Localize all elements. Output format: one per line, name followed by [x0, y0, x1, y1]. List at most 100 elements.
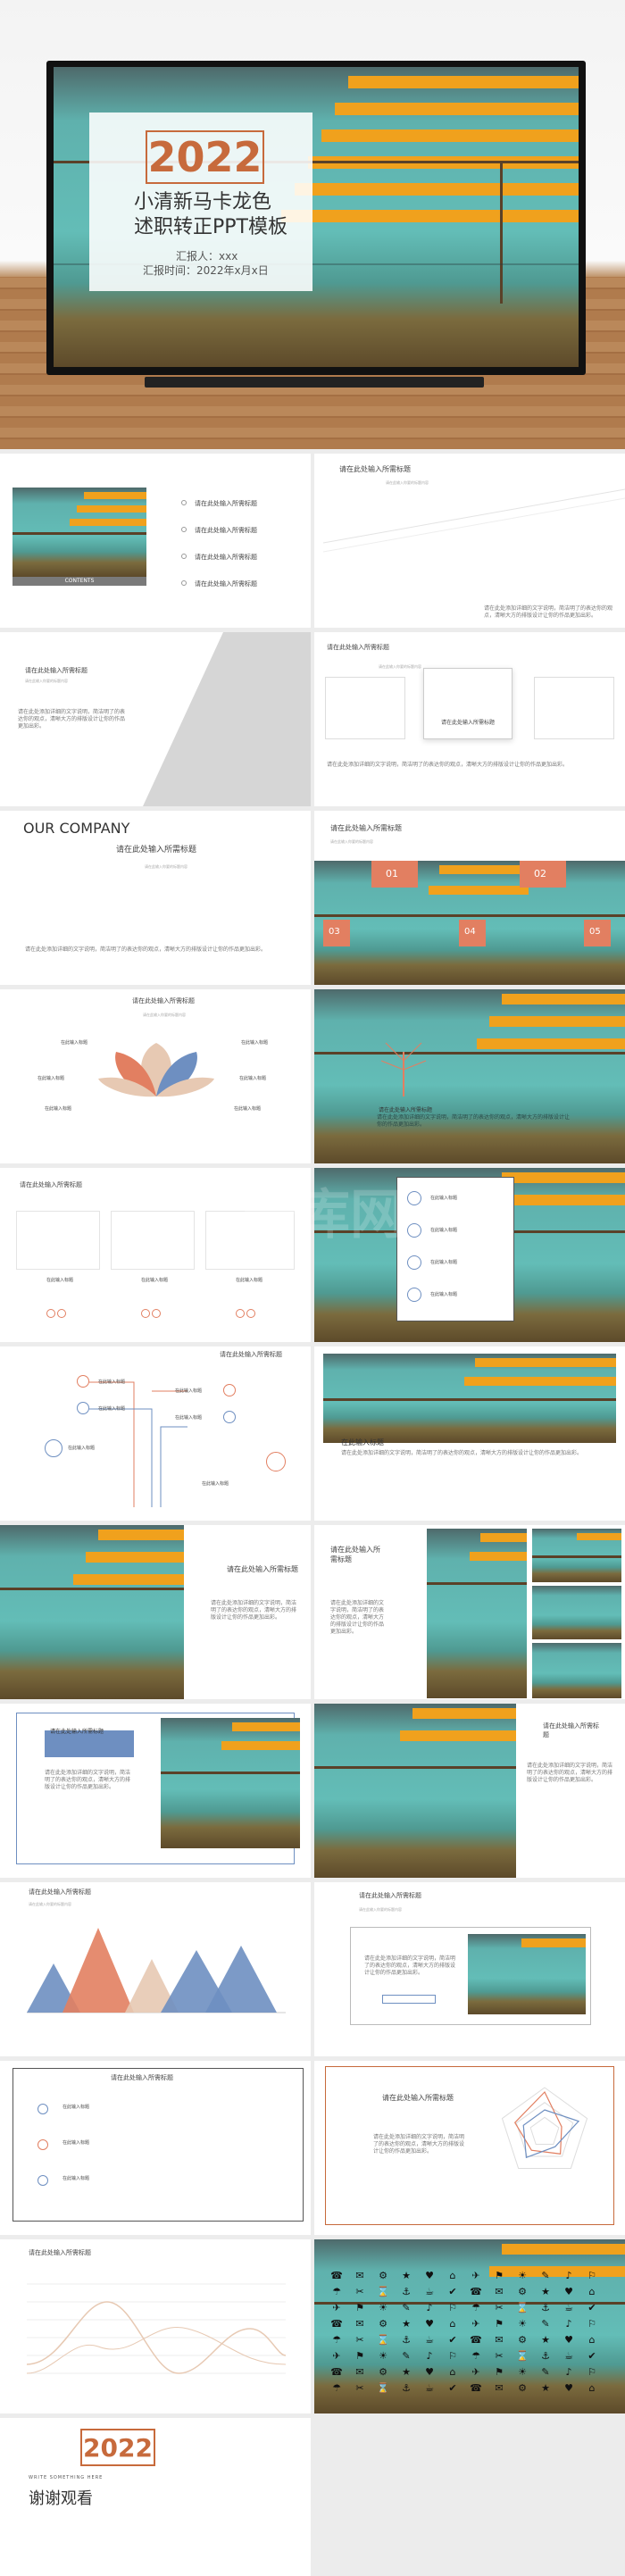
cap-2: 在此输入标题	[62, 2140, 90, 2146]
paragraph: 请在此处添加详细的文字说明，简洁明了的表达你的观点，清晰大方的排版设计让你的作品…	[330, 1600, 385, 1635]
grid-icon: ♥	[425, 2270, 434, 2281]
cover-date: 汇报时间：2022年x月x日	[143, 264, 269, 277]
subheading: 请在此输入你要的标题内容	[143, 1013, 186, 1017]
contents-item-2: 请在此处输入所需标题	[195, 527, 257, 534]
slide-icon-grid: ☎✉⚙★♥⌂✈⚑☀✎♪⚐☂✂⌛⚓☕✔☎✉⚙★♥⌂✈⚑☀✎♪⚐☂✂⌛⚓☕✔☎✉⚙★…	[314, 2239, 625, 2413]
flow-cap-2: 在此输入标题	[98, 1406, 126, 1412]
cap-6: 在此输入标题	[234, 1106, 262, 1112]
icon-grid: ☎✉⚙★♥⌂✈⚑☀✎♪⚐☂✂⌛⚓☕✔☎✉⚙★♥⌂✈⚑☀✎♪⚐☂✂⌛⚓☕✔☎✉⚙★…	[330, 2270, 607, 2404]
grid-icon: ⚐	[588, 2270, 596, 2281]
dot-icon	[57, 1309, 66, 1318]
grid-icon: ☕	[425, 2382, 434, 2394]
grid-icon: ⚐	[448, 2302, 457, 2313]
paragraph: 请在此处添加详细的文字说明，简洁明了的表达你的观点，清晰大方的排版设计让你的作品…	[373, 2134, 465, 2155]
heading: 请在此处输入所需标题	[116, 846, 197, 854]
cap-3: 在此输入标题	[62, 2176, 90, 2181]
blue-label	[45, 1730, 134, 1757]
grid-icon: ☎	[470, 2286, 482, 2297]
photo-small-1	[532, 1529, 621, 1582]
grid-icon: ⌛	[516, 2302, 529, 2313]
grid-icon: ✉	[355, 2366, 364, 2378]
dot-icon	[236, 1309, 245, 1318]
ending-eng: WRITE SOMETHING HERE	[29, 2475, 104, 2480]
cover-slide: 2022 小清新马卡龙色 述职转正PPT模板 汇报人：xxx 汇报时间：2022…	[0, 0, 625, 449]
grid-icon: ♥	[564, 2382, 573, 2394]
slide-heading-lines: 请在此处输入所需标题 请在此输入你要的标题内容 请在此处添加详细的文字说明，简洁…	[314, 454, 625, 628]
grid-icon: ⚑	[495, 2270, 504, 2281]
photo-small-3	[532, 1643, 621, 1698]
grid-icon: ✔	[448, 2286, 457, 2297]
grid-icon: ☀	[379, 2302, 388, 2313]
grid-icon: ✉	[355, 2318, 364, 2330]
heading: 请在此处输入所需标题	[29, 1888, 91, 1896]
heading: 请在此处输入所需标题	[359, 1892, 421, 1899]
grid-icon: ♥	[564, 2286, 573, 2297]
grid-icon: ☀	[518, 2318, 527, 2330]
grid-icon: ⚐	[588, 2318, 596, 2330]
frame-box	[350, 1927, 591, 2025]
grid-icon: ✈	[332, 2350, 341, 2362]
list-cap-3: 在此输入标题	[430, 1260, 458, 1265]
list-cap-1: 在此输入标题	[430, 1196, 458, 1201]
num-01: 01	[386, 868, 398, 880]
grid-icon: ★	[402, 2318, 411, 2330]
grid-icon: ♥	[564, 2334, 573, 2346]
company-title: OUR COMPANY	[23, 820, 130, 837]
box-photo	[161, 1718, 300, 1848]
grid-icon: ★	[402, 2270, 411, 2281]
heading: 请在此处输入所需标题	[379, 1107, 433, 1113]
flow-icon-6	[266, 1452, 286, 1471]
grid-icon: ♪	[565, 2270, 572, 2281]
cap-3: 在此输入标题	[38, 1076, 65, 1081]
grid-icon: ⚑	[355, 2302, 364, 2313]
grid-icon: ☎	[330, 2318, 343, 2330]
box-right	[534, 677, 614, 739]
grid-icon: ☕	[425, 2286, 434, 2297]
grid-icon: ✎	[541, 2318, 550, 2330]
heading: 请在此处输入所需标题	[25, 667, 88, 674]
grid-icon: ✎	[402, 2350, 411, 2362]
heading: 在此输入标题	[341, 1438, 384, 1446]
grid-icon: ⚙	[379, 2366, 388, 2378]
contents-slide: CONTENTS 请在此处输入所需标题 请在此处输入所需标题 请在此处输入所需标…	[0, 454, 311, 628]
grey-triangle	[143, 632, 311, 806]
contents-item-3: 请在此处输入所需标题	[195, 554, 257, 561]
dot-icon	[246, 1309, 255, 1318]
icon-2	[38, 2139, 48, 2150]
flow-cap-3: 在此输入标题	[68, 1446, 96, 1451]
subheading: 请在此输入你要的标题内容	[25, 679, 68, 683]
grid-icon: ✂	[495, 2302, 504, 2313]
card-2	[111, 1211, 195, 1270]
grid-icon: ☀	[518, 2366, 527, 2378]
left-photo	[0, 1525, 184, 1699]
photo-left	[314, 1704, 516, 1878]
grid-icon: ★	[541, 2382, 550, 2394]
subheading: 请在此输入你要的标题内容	[330, 839, 373, 844]
grid-icon: ☂	[332, 2334, 341, 2346]
grid-icon: ✂	[355, 2334, 364, 2346]
heading: 请在此处输入所需标题	[330, 824, 402, 832]
grid-icon: ✔	[588, 2302, 596, 2313]
frame-photo	[468, 1934, 586, 2014]
grid-icon: ⌂	[588, 2334, 596, 2346]
cell-05	[584, 920, 611, 946]
heading: 请在此处输入所需标题	[20, 1181, 82, 1188]
grid-icon: ♪	[426, 2302, 433, 2313]
grid-icon: ⚙	[518, 2286, 527, 2297]
grid-icon: ★	[541, 2334, 550, 2346]
cap-2: 在此输入标题	[141, 1278, 169, 1283]
ending-slide: 2022 WRITE SOMETHING HERE 谢谢观看	[0, 2418, 311, 2576]
company-slide: OUR COMPANY 请在此处输入所需标题 请在此输入你要的标题内容 请在此处…	[0, 811, 311, 985]
line-series	[27, 2301, 286, 2374]
cap-4: 在此输入标题	[239, 1076, 267, 1081]
subheading: 请在此输入你要的标题内容	[359, 1907, 402, 1912]
heading: 请在此处输入所需标题	[132, 997, 195, 1005]
heading: 请在此处输入所需标题	[327, 644, 389, 651]
grid-icon: ☂	[332, 2382, 341, 2394]
grid-icon: ✉	[495, 2334, 504, 2346]
grid-icon: ☎	[470, 2382, 482, 2394]
photo-small-2	[532, 1586, 621, 1639]
grid-icon: ✈	[471, 2366, 480, 2378]
cover-title-2: 述职转正PPT模板	[134, 216, 288, 238]
paragraph: 请在此处添加详细的文字说明，简洁明了的表达你的观点，清晰大方的排版设计让你的作品…	[25, 946, 267, 953]
